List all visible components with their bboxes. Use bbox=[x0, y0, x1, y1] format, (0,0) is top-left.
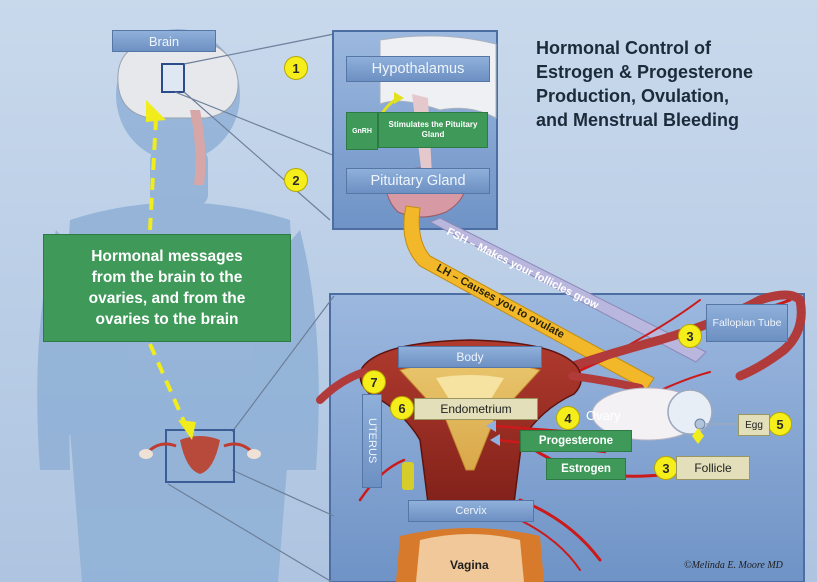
title-line-3: Production, Ovulation, bbox=[536, 84, 808, 108]
progesterone-label: Progesterone bbox=[520, 430, 632, 452]
title-line-2: Estrogen & Progesterone bbox=[536, 60, 808, 84]
endometrium-label: Endometrium bbox=[414, 398, 538, 420]
hypothalamus-label: Hypothalamus bbox=[346, 56, 490, 82]
stimulates-label: Stimulates the Pituitary Gland bbox=[378, 112, 488, 148]
follicle-label: Follicle bbox=[676, 456, 750, 480]
hormonal-messages-box: Hormonal messages from the brain to the … bbox=[43, 234, 291, 342]
messages-line-1: Hormonal messages bbox=[91, 246, 243, 267]
body-label: Body bbox=[398, 346, 542, 368]
gnrh-label: GnRH bbox=[346, 112, 378, 150]
step-7-badge: 7 bbox=[362, 370, 386, 394]
step-3-fallopian-badge: 3 bbox=[678, 324, 702, 348]
author-signature: ©Melinda E. Moore MD bbox=[684, 560, 783, 571]
title-line-4: and Menstrual Bleeding bbox=[536, 108, 808, 132]
step-4-badge: 4 bbox=[556, 406, 580, 430]
pituitary-label: Pituitary Gland bbox=[346, 168, 490, 194]
step-2-badge: 2 bbox=[284, 168, 308, 192]
messages-line-2: from the brain to the bbox=[92, 267, 243, 288]
step-6-badge: 6 bbox=[390, 396, 414, 420]
diagram-title: Hormonal Control of Estrogen & Progester… bbox=[536, 36, 808, 132]
step-3-follicle-badge: 3 bbox=[654, 456, 678, 480]
egg-label: Egg bbox=[738, 414, 770, 436]
estrogen-label: Estrogen bbox=[546, 458, 626, 480]
messages-line-3: ovaries, and from the bbox=[89, 288, 246, 309]
fallopian-tube-label: Fallopian Tube bbox=[706, 304, 788, 342]
step-5-badge: 5 bbox=[768, 412, 792, 436]
step-1-badge: 1 bbox=[284, 56, 308, 80]
title-line-1: Hormonal Control of bbox=[536, 36, 808, 60]
ovary-label: Ovary bbox=[586, 408, 621, 423]
uterus-label: UTERUS bbox=[362, 394, 382, 488]
messages-line-4: ovaries to the brain bbox=[96, 309, 239, 330]
vagina-label: Vagina bbox=[450, 558, 489, 572]
brain-label: Brain bbox=[112, 30, 216, 52]
cervix-label: Cervix bbox=[408, 500, 534, 522]
